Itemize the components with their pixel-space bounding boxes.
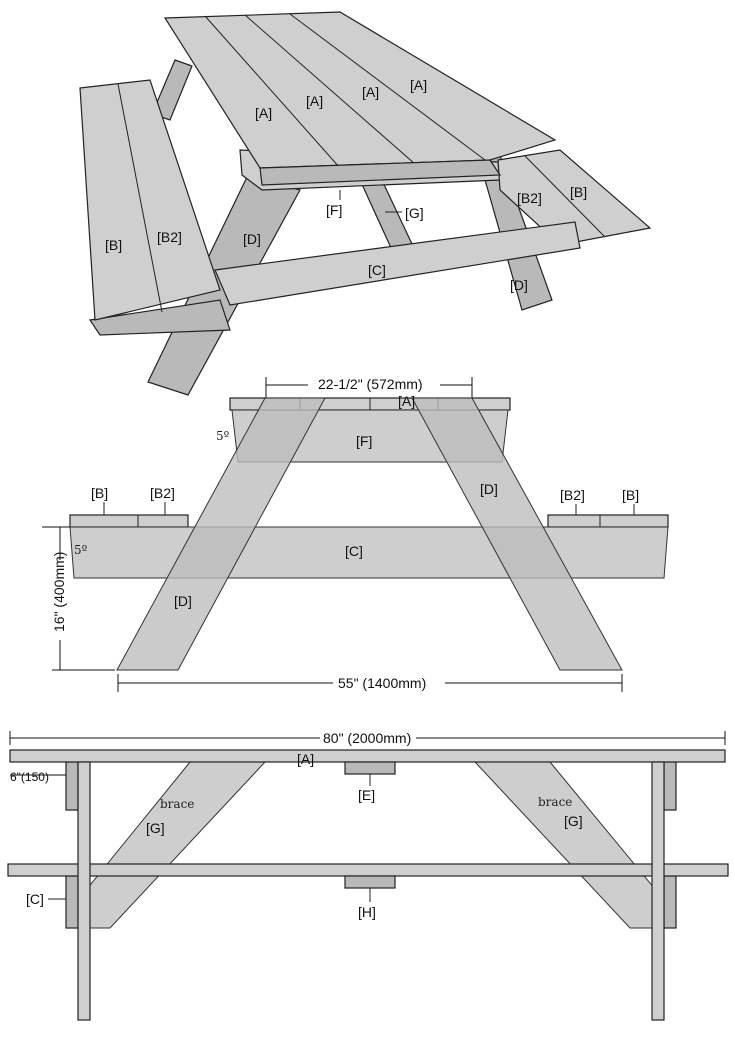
label-h: [H] (358, 904, 376, 920)
far-leg-left (151, 59, 193, 121)
plank-seam-1 (204, 15, 341, 169)
stretcher-c (214, 221, 581, 306)
label-a4: [A] (410, 77, 427, 93)
label-b2-right-end: [B2] (560, 487, 585, 503)
label-b-left-end: [B] (91, 485, 108, 501)
dim-top-bg (308, 375, 440, 391)
label-c-end: [C] (345, 543, 363, 559)
cleat-left-top (65, 761, 79, 811)
plank-seam-3 (289, 13, 486, 161)
angle-seat-text: 5º (74, 543, 88, 557)
leg-d-left-end (116, 397, 326, 671)
block-h (344, 875, 396, 889)
angle-top-text: 5º (216, 429, 230, 443)
perspective-view: [A] [A] [A] [A] [B] [B2] [D] [F] [G] [B2… (79, 11, 652, 396)
seat-left-seam (117, 83, 163, 313)
side-leg-right (651, 761, 665, 1021)
table-top-edge (259, 159, 502, 186)
seat-boards-right (547, 514, 669, 528)
label-d-left-end: [D] (174, 593, 192, 609)
leg-d-right-end (411, 397, 623, 671)
label-d-left: [D] (243, 231, 261, 247)
brace-g-right (473, 761, 665, 929)
overall-length-text: 80" (2000mm) (323, 730, 411, 746)
label-c: [C] (368, 262, 386, 278)
label-f: [F] (326, 202, 342, 218)
label-b-right-end: [B] (622, 487, 639, 503)
side-top-board (9, 749, 726, 763)
top-width-text: 22-1/2" (572mm) (318, 376, 423, 392)
dim-base-bg (333, 675, 445, 691)
label-b2-left: [B2] (157, 229, 182, 245)
seat-right-seam (524, 155, 606, 238)
side-view: 80" (2000mm) [A] 6"(150) [E] brace [G] b… (7, 730, 729, 1021)
height-text: 16" (400mm) (51, 552, 67, 632)
label-a-side: [A] (297, 751, 314, 767)
dim-height-bg (48, 560, 68, 640)
brace-right-text: brace (538, 795, 572, 809)
label-a3: [A] (362, 84, 379, 100)
label-f-end: [F] (356, 433, 372, 449)
label-a2: [A] (306, 93, 323, 109)
seat-boards-left (69, 514, 189, 528)
seat-end-left (88, 299, 231, 336)
label-g-right-side: [G] (564, 813, 583, 829)
brace-g-left (77, 761, 267, 929)
label-g: [G] (405, 205, 424, 221)
base-width-text: 55" (1400mm) (338, 675, 426, 691)
label-d-right-end: [D] (480, 481, 498, 497)
label-e: [E] (358, 787, 375, 803)
stretcher-c-end (69, 526, 669, 579)
cleat-left-seat (65, 875, 79, 929)
overhang-text: 6"(150) (10, 770, 49, 784)
label-c-side: [C] (26, 891, 44, 907)
label-b2-left-end: [B2] (150, 485, 175, 501)
cleat-right-top (663, 761, 677, 811)
label-b-right: [B] (570, 184, 587, 200)
label-b2-right: [B2] (517, 190, 542, 206)
label-a-end: [A] (398, 393, 415, 409)
cleat-right-seat (663, 875, 677, 929)
seat-left (79, 79, 221, 321)
plank-seam-2 (244, 14, 416, 165)
label-a1: [A] (255, 105, 272, 121)
label-d-right: [D] (510, 277, 528, 293)
label-g-left-side: [G] (146, 820, 165, 836)
end-view: 22-1/2" (572mm) [A] 5º [F] [D] [B] [B2] … (42, 375, 669, 692)
dim-length-bg (320, 730, 416, 746)
side-leg-left (77, 761, 91, 1021)
label-b-left: [B] (105, 237, 122, 253)
side-seat-board (7, 863, 729, 877)
stretcher-e (344, 761, 396, 775)
brace-left-text: brace (160, 797, 194, 811)
table-top (163, 11, 557, 169)
